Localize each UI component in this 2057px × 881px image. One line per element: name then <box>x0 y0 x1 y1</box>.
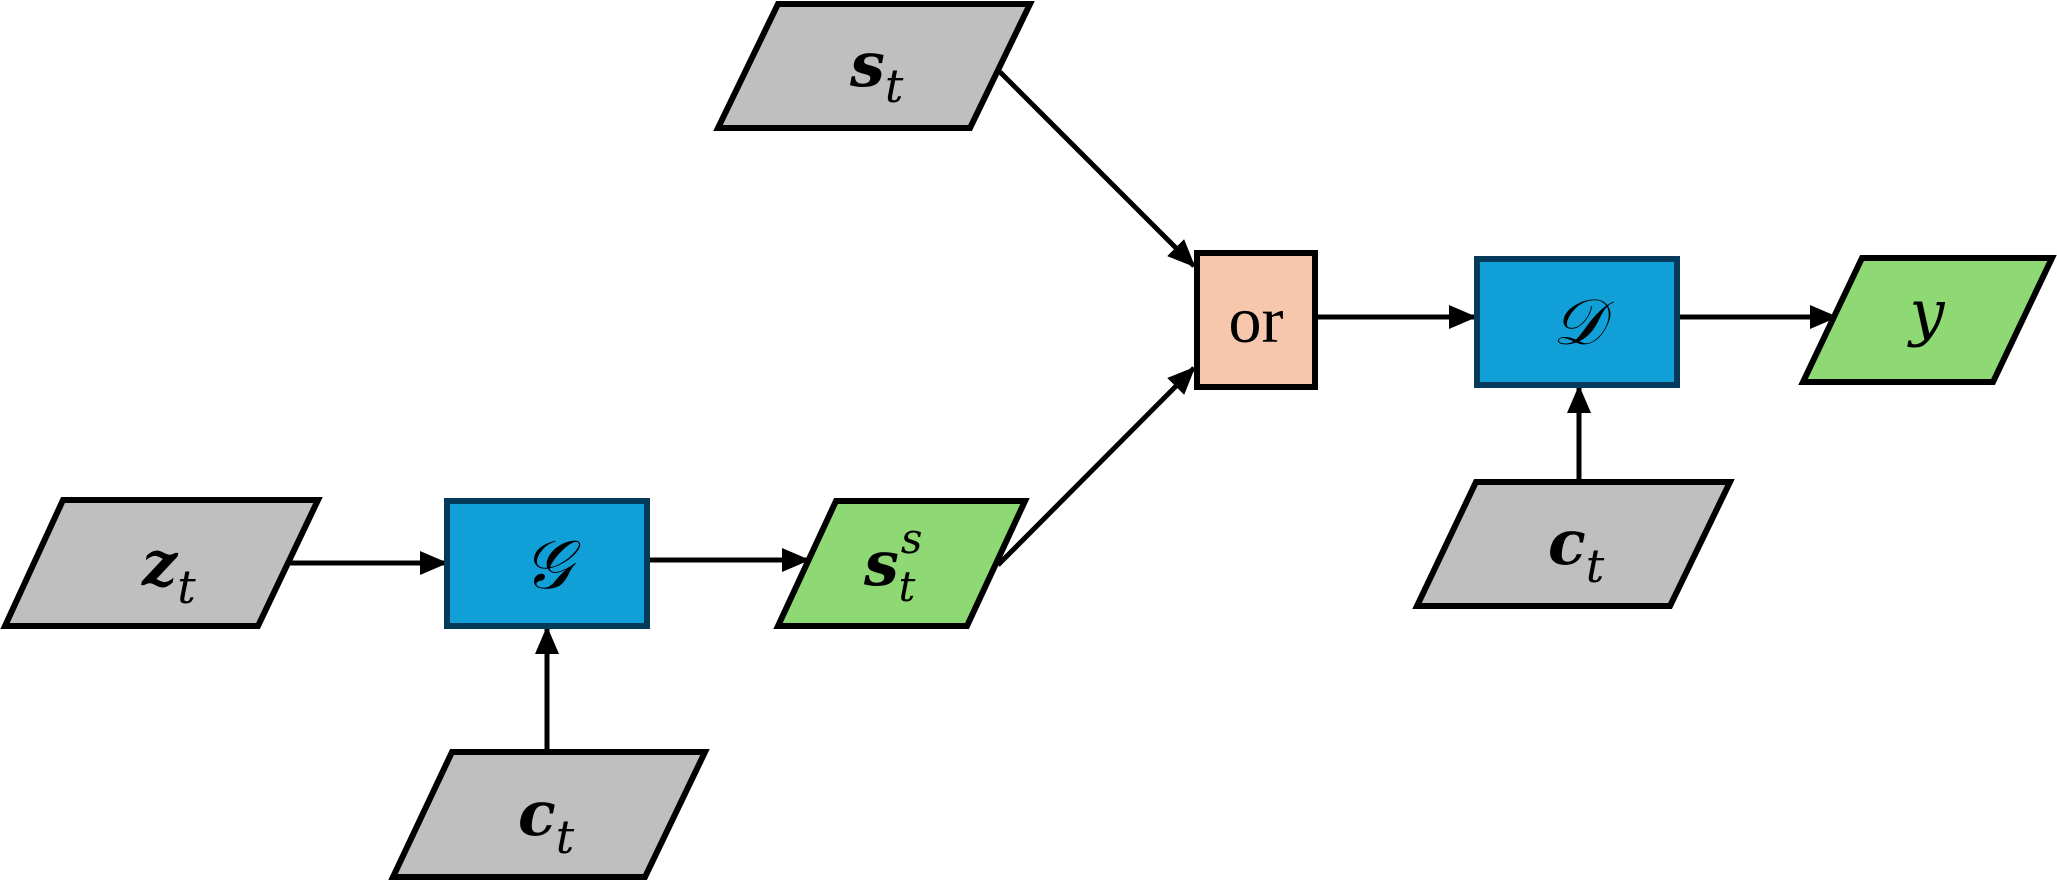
edge-sts-to-or <box>996 366 1196 567</box>
c-t-sub: t <box>1586 539 1605 593</box>
node-y-output[interactable]: y <box>1798 255 2057 385</box>
svg-text:sst: sst <box>863 514 922 611</box>
svg-text:ct: ct <box>518 777 575 864</box>
z-t-base: z <box>141 527 179 600</box>
s-t-s-base: s <box>863 527 899 600</box>
discriminator-box <box>1474 256 1680 388</box>
edge-st-to-or <box>998 70 1196 268</box>
c-t-base: c <box>1548 506 1586 579</box>
generator-label: 𝒢 <box>523 526 581 605</box>
selector-label: or <box>1229 284 1284 357</box>
s-t-s-sup: s <box>901 514 923 563</box>
edges <box>290 70 1838 752</box>
node-or-selector[interactable]: or <box>1194 250 1318 390</box>
node-z-t[interactable]: zt <box>0 497 323 629</box>
svg-text:ct: ct <box>1548 506 1605 593</box>
selector-box <box>1194 250 1318 390</box>
input-parallelogram <box>388 749 710 880</box>
z-t-sub: t <box>177 560 196 614</box>
s-t-s-sub: t <box>898 562 915 611</box>
svg-text:zt: zt <box>141 527 196 614</box>
node-discriminator[interactable]: 𝒟 <box>1474 256 1680 388</box>
node-s-t-real[interactable]: st <box>713 1 1035 131</box>
node-generator[interactable]: 𝒢 <box>444 498 650 629</box>
c-t-base: c <box>518 777 556 850</box>
s-t-sub: t <box>885 59 904 113</box>
generator-box <box>444 498 650 629</box>
y-label: y <box>1906 276 1945 349</box>
s-t-base: s <box>849 28 885 101</box>
node-c-t-discriminator[interactable]: ct <box>1412 479 1735 609</box>
input-parallelogram <box>0 497 323 629</box>
output-parallelogram <box>773 498 1030 629</box>
svg-text:st: st <box>849 28 904 113</box>
node-c-t-generator[interactable]: ct <box>388 749 710 880</box>
input-parallelogram <box>1412 479 1735 609</box>
input-parallelogram <box>713 1 1035 131</box>
c-t-sub: t <box>556 810 575 864</box>
output-parallelogram <box>1798 255 2057 385</box>
